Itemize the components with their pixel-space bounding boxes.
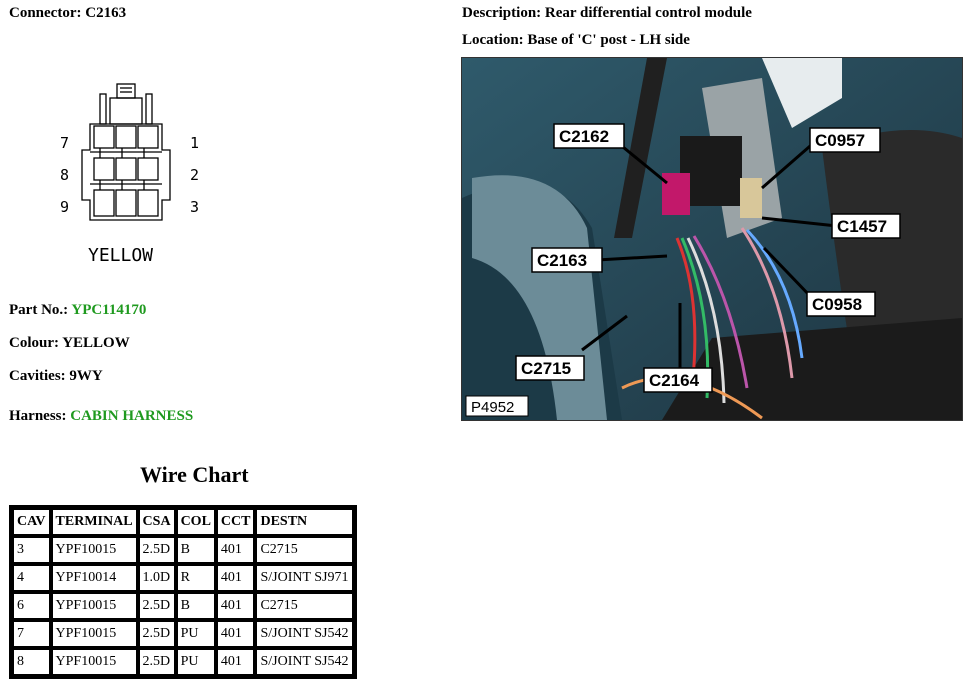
diagram-colour-label: YELLOW [88,245,153,266]
connector-value: C2163 [85,5,127,21]
callout-c2164: C2164 [649,371,700,390]
part-no-label: Part No.: [9,302,69,318]
cell-destn: S/JOINT SJ542 [255,648,354,676]
pin-label-right-3: 3 [190,198,199,216]
header-col: COL [175,508,216,536]
cell-destn: S/JOINT SJ542 [255,620,354,648]
cell-cav: 4 [12,564,51,592]
cell-csa: 2.5D [137,592,176,620]
cell-col: PU [175,648,216,676]
harness-line: Harness: CABIN HARNESS [9,408,193,425]
cell-terminal: YPF10014 [50,564,138,592]
header-cct: CCT [215,508,256,536]
cell-destn: S/JOINT SJ971 [255,564,354,592]
cell-cct: 401 [215,648,256,676]
location-label: Location: [462,32,524,48]
harness-link[interactable]: CABIN HARNESS [70,408,194,424]
cell-csa: 1.0D [137,564,176,592]
description-label: Description: [462,5,542,21]
harness-label: Harness: [9,408,67,424]
callout-c1457: C1457 [837,217,887,236]
part-no-link[interactable]: YPC114170 [71,302,147,318]
wire-chart-table: CAV TERMINAL CSA COL CCT DESTN 3 YPF1001… [9,505,357,679]
header-terminal: TERMINAL [50,508,138,536]
location-line: Location: Base of 'C' post - LH side [462,32,690,49]
cell-cav: 3 [12,536,51,564]
pin-label-right-2: 2 [190,166,199,184]
table-row: 8 YPF10015 2.5D PU 401 S/JOINT SJ542 [12,648,354,676]
callout-c2715: C2715 [521,359,571,378]
pin-label-left-3: 9 [60,198,69,216]
colour-value: YELLOW [62,335,130,351]
cell-terminal: YPF10015 [50,536,138,564]
pin-label-left-2: 8 [60,166,69,184]
callout-c0957: C0957 [815,131,865,150]
cell-destn: C2715 [255,592,354,620]
table-row: 6 YPF10015 2.5D B 401 C2715 [12,592,354,620]
cell-cav: 6 [12,592,51,620]
pin-label-left-1: 7 [60,134,69,152]
cell-col: B [175,592,216,620]
header-cav: CAV [12,508,51,536]
table-row: 4 YPF10014 1.0D R 401 S/JOINT SJ971 [12,564,354,592]
cell-col: PU [175,620,216,648]
cell-cav: 8 [12,648,51,676]
table-row: 3 YPF10015 2.5D B 401 C2715 [12,536,354,564]
cell-terminal: YPF10015 [50,620,138,648]
table-row: 7 YPF10015 2.5D PU 401 S/JOINT SJ542 [12,620,354,648]
wire-chart-title: Wire Chart [140,462,249,487]
callout-c2162: C2162 [559,127,609,146]
description-value: Rear differential control module [544,5,752,21]
cell-cct: 401 [215,620,256,648]
cavities-value: 9WY [69,368,103,384]
photo-ref: P4952 [471,399,514,416]
colour-line: Colour: YELLOW [9,335,130,352]
callout-c2163: C2163 [537,251,587,270]
cell-terminal: YPF10015 [50,592,138,620]
description-line: Description: Rear differential control m… [462,5,752,22]
cell-csa: 2.5D [137,648,176,676]
callout-c0958: C0958 [812,295,862,314]
connector-face-diagram: 7 8 9 1 2 3 YELLOW [60,83,199,266]
cavities-line: Cavities: 9WY [9,368,103,385]
cell-col: R [175,564,216,592]
cell-cct: 401 [215,564,256,592]
table-header-row: CAV TERMINAL CSA COL CCT DESTN [12,508,354,536]
colour-label: Colour: [9,335,59,351]
cell-destn: C2715 [255,536,354,564]
location-value: Base of 'C' post - LH side [527,32,690,48]
cell-csa: 2.5D [137,620,176,648]
location-photo: C2162 C0957 C1457 C2163 C0958 C2715 C216… [461,57,963,421]
cell-terminal: YPF10015 [50,648,138,676]
cell-cct: 401 [215,592,256,620]
cell-cct: 401 [215,536,256,564]
connector-label: Connector: [9,5,82,21]
header-destn: DESTN [255,508,354,536]
cavities-label: Cavities: [9,368,66,384]
cell-csa: 2.5D [137,536,176,564]
header-csa: CSA [137,508,176,536]
cell-col: B [175,536,216,564]
cell-cav: 7 [12,620,51,648]
part-no-line: Part No.: YPC114170 [9,302,146,319]
connector-line: Connector: C2163 [9,5,126,22]
pin-label-right-1: 1 [190,134,199,152]
